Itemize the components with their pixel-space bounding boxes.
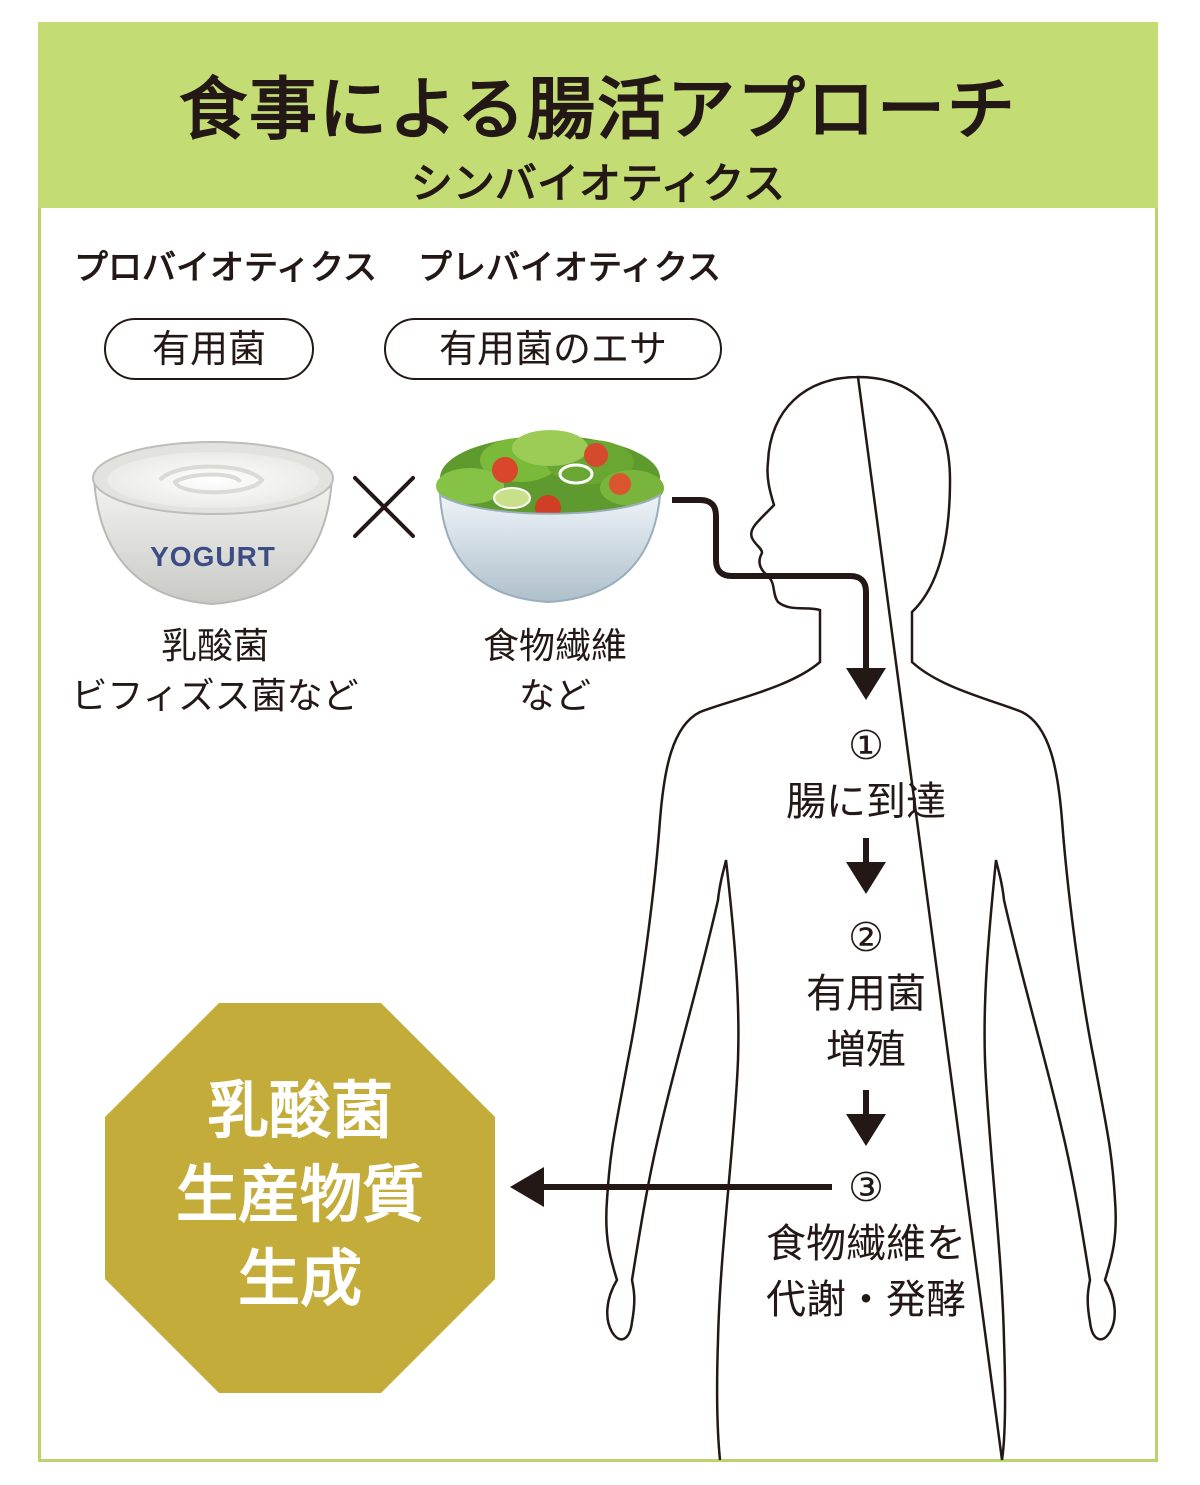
probiotics-heading: プロバイオティクス: [74, 248, 377, 288]
result-octagon: [105, 1003, 495, 1393]
step-2-line1: 有用菌: [806, 971, 926, 1017]
step-3-line1: 食物繊維を: [766, 1221, 966, 1267]
step-1-text: 腸に到達: [786, 779, 946, 825]
result-text: 乳酸菌 生産物質 生成: [105, 1000, 495, 1390]
step-2: ② 有用菌 増殖: [716, 910, 1016, 1078]
step-3-number: ③: [848, 1165, 884, 1211]
yogurt-bowl-icon: [92, 441, 334, 606]
probiotics-caption-line2: ビフィズス菌など: [71, 676, 359, 717]
prebiotics-caption-line2: など: [518, 676, 591, 717]
step-1-number: ①: [848, 723, 884, 769]
step-3-line2: 代謝・発酵: [766, 1277, 966, 1323]
result-line3: 生成: [237, 1242, 362, 1315]
probiotics-caption-line1: 乳酸菌: [160, 626, 269, 667]
step-1: ① 腸に到達: [716, 718, 1016, 830]
step-3: ③ 食物繊維を 代謝・発酵: [716, 1160, 1016, 1328]
result-line1: 乳酸菌: [206, 1074, 393, 1147]
step-2-line2: 増殖: [826, 1027, 906, 1073]
arrowhead-3: [846, 1114, 886, 1146]
prebiotics-pill: 有用菌のエサ: [384, 318, 722, 380]
probiotics-pill: 有用菌: [104, 318, 314, 380]
path-arrow-food-to-gut: [672, 497, 869, 672]
salad-bowl-icon: [436, 430, 664, 604]
result-line2: 生産物質: [175, 1158, 424, 1231]
arrowhead-2: [846, 862, 886, 894]
human-body-outline: [605, 375, 1117, 1461]
prebiotics-heading: プレバイオティクス: [418, 248, 721, 288]
probiotics-caption: 乳酸菌 ビフィズス菌など: [70, 622, 360, 722]
prebiotics-caption: 食物繊維 など: [440, 622, 670, 722]
multiply-icon: [353, 476, 415, 538]
page-title: 食事による腸活アプローチ: [179, 71, 1017, 150]
yogurt-label: YOGURT: [150, 541, 276, 572]
header-band: 食事による腸活アプローチ シンバイオティクス: [38, 22, 1158, 208]
page-subtitle: シンバイオティクス: [410, 159, 786, 208]
arrowhead-4: [510, 1167, 544, 1207]
step-2-number: ②: [848, 915, 884, 961]
prebiotics-caption-line1: 食物繊維: [482, 626, 627, 667]
arrowhead-1: [846, 668, 886, 700]
